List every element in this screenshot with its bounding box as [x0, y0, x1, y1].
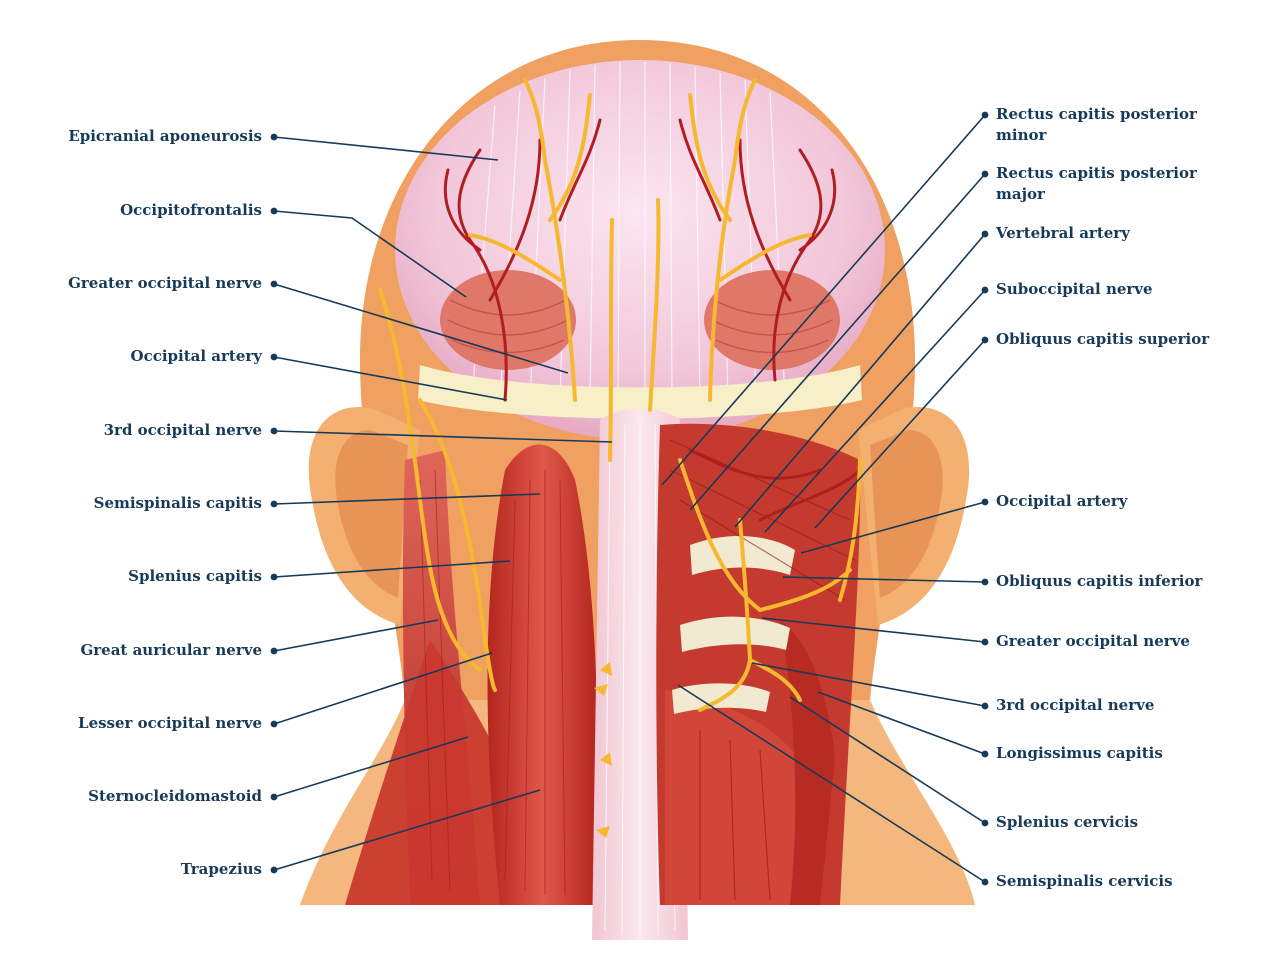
vertebral-artery-leader-dot	[981, 230, 989, 238]
label-semispinalis-cervicis: Semispinalis cervicis	[996, 871, 1173, 892]
occipitofrontalis-leader-dot	[270, 207, 278, 215]
label-splenius-capitis: Splenius capitis	[128, 567, 262, 585]
splenius-capitis-leader-line	[273, 560, 511, 578]
label-longissimus-capitis-line-1: Longissimus capitis	[996, 744, 1163, 762]
longissimus-capitis-leader-line	[817, 691, 986, 755]
label-sternocleidomastoid: Sternocleidomastoid	[88, 787, 262, 805]
semispinalis-cervicis-leader-dot	[981, 878, 989, 886]
occipital-artery-left-leader-dot	[270, 353, 278, 361]
label-vertebral-artery-line-1: Vertebral artery	[996, 224, 1130, 242]
label-semispinalis-cervicis-line-1: Semispinalis cervicis	[996, 872, 1173, 890]
longissimus-capitis-leader-dot	[981, 750, 989, 758]
obliquus-capitis-superior-leader-dot	[981, 336, 989, 344]
epicranial-aponeurosis-leader-line	[273, 136, 499, 161]
label-obliquus-capitis-inferior-line-1: Obliquus capitis inferior	[996, 572, 1203, 590]
third-occipital-nerve-right-leader-dot	[981, 702, 989, 710]
label-obliquus-capitis-superior: Obliquus capitis superior	[996, 329, 1209, 350]
label-rectus-capitis-posterior-major-line-2: major	[996, 185, 1045, 203]
occipital-artery-right-leader-line	[800, 501, 986, 554]
semispinalis-capitis-leader-dot	[270, 500, 278, 508]
label-trapezius: Trapezius	[180, 860, 262, 878]
leader-lines	[270, 111, 989, 886]
trapezius-leader-dot	[270, 866, 278, 874]
great-auricular-nerve-leader-dot	[270, 647, 278, 655]
trapezius-leader-line	[273, 789, 541, 871]
lesser-occipital-nerve-leader-line	[273, 652, 493, 725]
epicranial-aponeurosis-leader-dot	[270, 133, 278, 141]
occipitofrontalis-leader-line	[273, 210, 467, 298]
label-occipital-artery-right: Occipital artery	[996, 491, 1128, 512]
label-rectus-capitis-posterior-minor: Rectus capitis posterior minor	[996, 104, 1197, 146]
obliquus-capitis-superior-leader-line	[814, 339, 986, 529]
third-occipital-nerve-right-leader-line	[751, 662, 986, 707]
label-occipital-artery-left: Occipital artery	[130, 347, 263, 365]
label-lesser-occipital-nerve: Lesser occipital nerve	[78, 714, 262, 732]
suboccipital-nerve-leader-line	[764, 289, 986, 533]
lesser-occipital-nerve-leader-dot	[270, 720, 278, 728]
label-semispinalis-capitis: Semispinalis capitis	[93, 494, 262, 512]
semispinalis-cervicis-leader-line	[677, 684, 986, 883]
splenius-cervicis-leader-line	[789, 696, 986, 824]
left-ear-inner	[335, 430, 408, 598]
right-ear-inner	[870, 430, 943, 598]
label-obliquus-capitis-inferior: Obliquus capitis inferior	[996, 571, 1202, 592]
sensory-nerve-tips	[594, 662, 612, 838]
label-vertebral-artery: Vertebral artery	[996, 223, 1130, 244]
label-third-occipital-nerve-right: 3rd occipital nerve	[996, 695, 1154, 716]
rectus-capitis-posterior-major-leader-line	[689, 173, 986, 511]
label-greater-occipital-nerve-left: Greater occipital nerve	[68, 274, 262, 292]
label-rectus-capitis-posterior-minor-line-2: minor	[996, 126, 1047, 144]
label-third-occipital-nerve-left: 3rd occipital nerve	[103, 421, 262, 439]
label-rectus-capitis-posterior-major: Rectus capitis posterior major	[996, 163, 1197, 205]
nerve-branches	[378, 78, 862, 712]
obliquus-capitis-inferior-leader-dot	[981, 578, 989, 586]
label-third-occipital-nerve-right-line-1: 3rd occipital nerve	[996, 696, 1155, 714]
label-splenius-cervicis-line-1: Splenius cervicis	[996, 813, 1139, 831]
occipital-artery-left-leader-line	[273, 356, 508, 401]
great-auricular-nerve-leader-line	[273, 619, 439, 652]
label-greater-occipital-nerve-right-line-1: Greater occipital nerve	[996, 632, 1190, 650]
sternocleidomastoid-leader-line	[273, 736, 469, 798]
splenius-cervicis-leader-dot	[981, 819, 989, 827]
artery-branches	[443, 118, 862, 522]
third-occipital-nerve-left-leader-line	[273, 430, 613, 443]
label-rectus-capitis-posterior-major-line-1: Rectus capitis posterior	[996, 164, 1197, 182]
rectus-capitis-posterior-major-leader-dot	[981, 170, 989, 178]
greater-occipital-nerve-right-leader-dot	[981, 638, 989, 646]
suboccipital-nerve-leader-dot	[981, 286, 989, 294]
label-rectus-capitis-posterior-minor-line-1: Rectus capitis posterior	[996, 105, 1197, 123]
label-longissimus-capitis: Longissimus capitis	[996, 743, 1163, 764]
label-epicranial-aponeurosis: Epicranial aponeurosis	[68, 127, 262, 145]
greater-occipital-nerve-right-leader-line	[761, 617, 986, 643]
occipitofrontalis-right	[704, 270, 840, 370]
splenius-capitis-leader-dot	[270, 573, 278, 581]
label-suboccipital-nerve-line-1: Suboccipital nerve	[996, 280, 1153, 298]
third-occipital-nerve-left-leader-dot	[270, 427, 278, 435]
greater-occipital-nerve-left-leader-line	[273, 283, 569, 374]
semispinalis-capitis-leader-line	[273, 493, 541, 505]
label-obliquus-capitis-superior-line-1: Obliquus capitis superior	[996, 330, 1210, 348]
rectus-capitis-posterior-minor-leader-dot	[981, 111, 989, 119]
label-splenius-cervicis: Splenius cervicis	[996, 812, 1138, 833]
rectus-capitis-posterior-minor-leader-line	[661, 114, 986, 486]
splenius-capitis-shape	[487, 444, 598, 905]
obliquus-capitis-inferior-leader-line	[782, 576, 986, 583]
occipital-artery-right-leader-dot	[981, 498, 989, 506]
label-greater-occipital-nerve-right: Greater occipital nerve	[996, 631, 1190, 652]
sternocleidomastoid-leader-dot	[270, 793, 278, 801]
vertebral-artery-leader-line	[734, 233, 986, 528]
greater-occipital-nerve-left-leader-dot	[270, 280, 278, 288]
label-occipitofrontalis: Occipitofrontalis	[120, 201, 262, 219]
label-suboccipital-nerve: Suboccipital nerve	[996, 279, 1153, 300]
occipital-band	[418, 365, 862, 419]
label-occipital-artery-right-line-1: Occipital artery	[996, 492, 1128, 510]
label-great-auricular-nerve: Great auricular nerve	[80, 641, 262, 659]
